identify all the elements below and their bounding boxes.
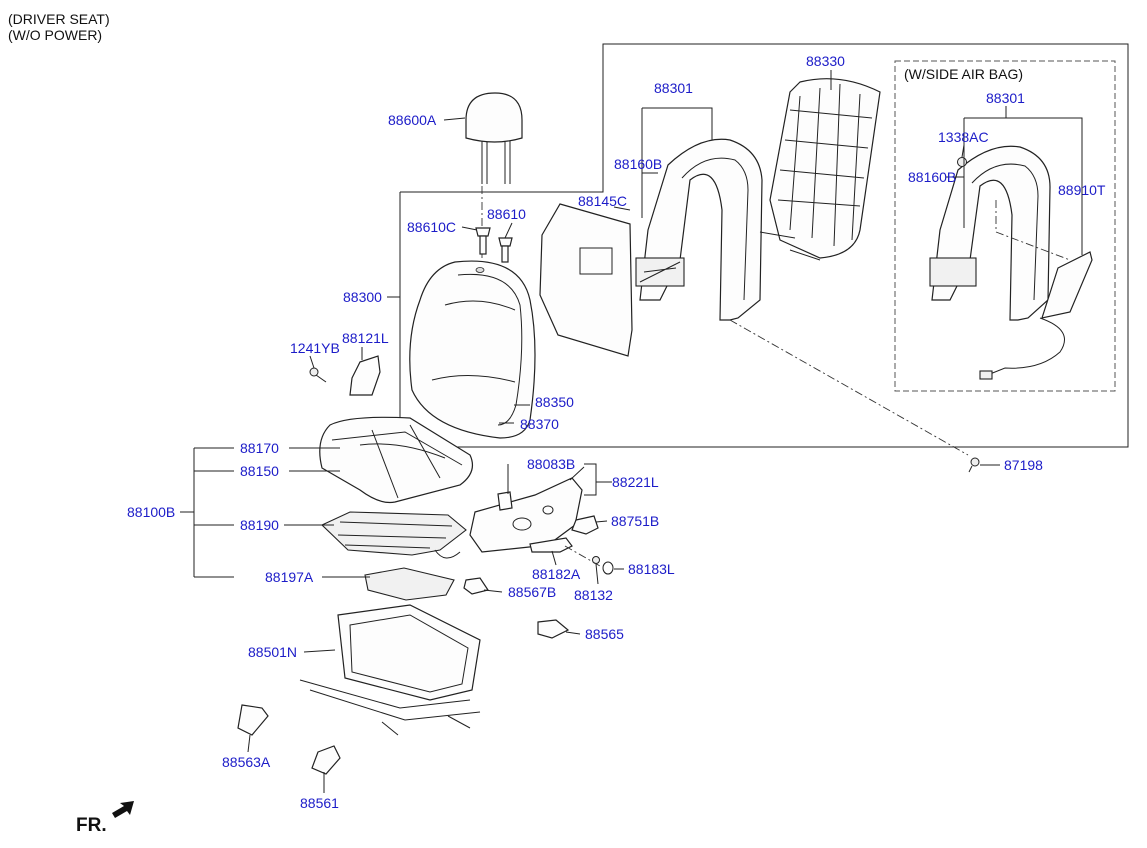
headrest-guide-part[interactable] xyxy=(498,237,513,263)
seat-pan-part[interactable] xyxy=(321,511,467,559)
back-spring-net-part[interactable] xyxy=(759,78,881,261)
label-1241yb: 1241YB xyxy=(290,340,340,356)
headrest-guide-lock-part[interactable] xyxy=(475,227,491,255)
label-88145c: 88145C xyxy=(578,193,627,209)
seat-pad-part[interactable] xyxy=(364,567,455,601)
label-88330: 88330 xyxy=(806,53,845,69)
side-shield-axis-line xyxy=(564,545,601,567)
label-88567b: 88567B xyxy=(508,584,556,600)
lever-88182a-part[interactable] xyxy=(529,537,573,553)
clip-88567b-part[interactable] xyxy=(463,577,489,595)
side-airbag-inset-box xyxy=(894,60,1116,392)
label-88600a: 88600A xyxy=(388,112,437,128)
cover-88563a-part[interactable] xyxy=(237,704,269,736)
label-88183l: 88183L xyxy=(628,561,675,577)
inset-backrest-frame-part[interactable] xyxy=(929,145,1051,321)
label-88083b: 88083B xyxy=(527,456,575,472)
label-88170: 88170 xyxy=(240,440,279,456)
front-direction-label: FR. xyxy=(76,815,107,836)
label-88160b: 88160B xyxy=(614,156,662,172)
label-88910t: 88910T xyxy=(1058,182,1106,198)
label-88182a: 88182A xyxy=(532,566,581,582)
label-88221l: 88221L xyxy=(612,474,659,490)
label-88610: 88610 xyxy=(487,206,526,222)
header-wo-power: (W/O POWER) xyxy=(8,27,103,43)
label-88501n: 88501N xyxy=(248,644,297,660)
label-88300: 88300 xyxy=(343,289,382,305)
label-88565: 88565 xyxy=(585,626,624,642)
label-88132: 88132 xyxy=(574,587,613,603)
bolt-87198-part[interactable] xyxy=(968,457,980,473)
label-88190: 88190 xyxy=(240,517,279,533)
label-88301: 88301 xyxy=(654,80,693,96)
cover-88751b-part[interactable] xyxy=(571,515,599,535)
bolt-axis-line xyxy=(729,319,969,456)
clip-88565-part[interactable] xyxy=(537,619,570,639)
back-board-part[interactable] xyxy=(539,203,633,357)
label-88100b: 88100B xyxy=(127,504,175,520)
label-87198: 87198 xyxy=(1004,457,1043,473)
label-88563a: 88563A xyxy=(222,754,271,770)
front-arrow-icon xyxy=(112,801,134,818)
backrest-frame-part[interactable] xyxy=(635,138,763,321)
label-88301-inset: 88301 xyxy=(986,90,1025,106)
knob-88083b-part[interactable] xyxy=(497,491,513,511)
screw-1241yb-part[interactable] xyxy=(309,367,327,383)
label-88160b-inset: 88160B xyxy=(908,169,956,185)
side-airbag-part[interactable] xyxy=(979,251,1093,380)
label-88350: 88350 xyxy=(535,394,574,410)
seat-cushion-part[interactable] xyxy=(319,416,473,504)
inset-title: (W/SIDE AIR BAG) xyxy=(904,66,1023,82)
label-88610c: 88610C xyxy=(407,219,456,235)
header-driver-seat: (DRIVER SEAT) xyxy=(8,11,110,27)
label-1338ac: 1338AC xyxy=(938,129,989,145)
label-88150: 88150 xyxy=(240,463,279,479)
cover-88561-part[interactable] xyxy=(311,745,341,775)
label-88370: 88370 xyxy=(520,416,559,432)
label-88197a: 88197A xyxy=(265,569,314,585)
leader-lines xyxy=(180,70,1083,793)
headrest-part[interactable] xyxy=(465,92,523,184)
label-88561: 88561 xyxy=(300,795,339,811)
backrest-cushion-part[interactable] xyxy=(409,260,536,439)
cap-88183l-part[interactable] xyxy=(602,561,614,575)
label-88751b: 88751B xyxy=(611,513,659,529)
seat-track-frame-part[interactable] xyxy=(299,604,481,736)
label-88121l: 88121L xyxy=(342,330,389,346)
side-cover-part[interactable] xyxy=(349,355,381,396)
nut-1338ac-part[interactable] xyxy=(957,157,967,167)
inset-airbag-axis-line xyxy=(995,231,1071,261)
back-board-panel-window xyxy=(579,247,613,275)
